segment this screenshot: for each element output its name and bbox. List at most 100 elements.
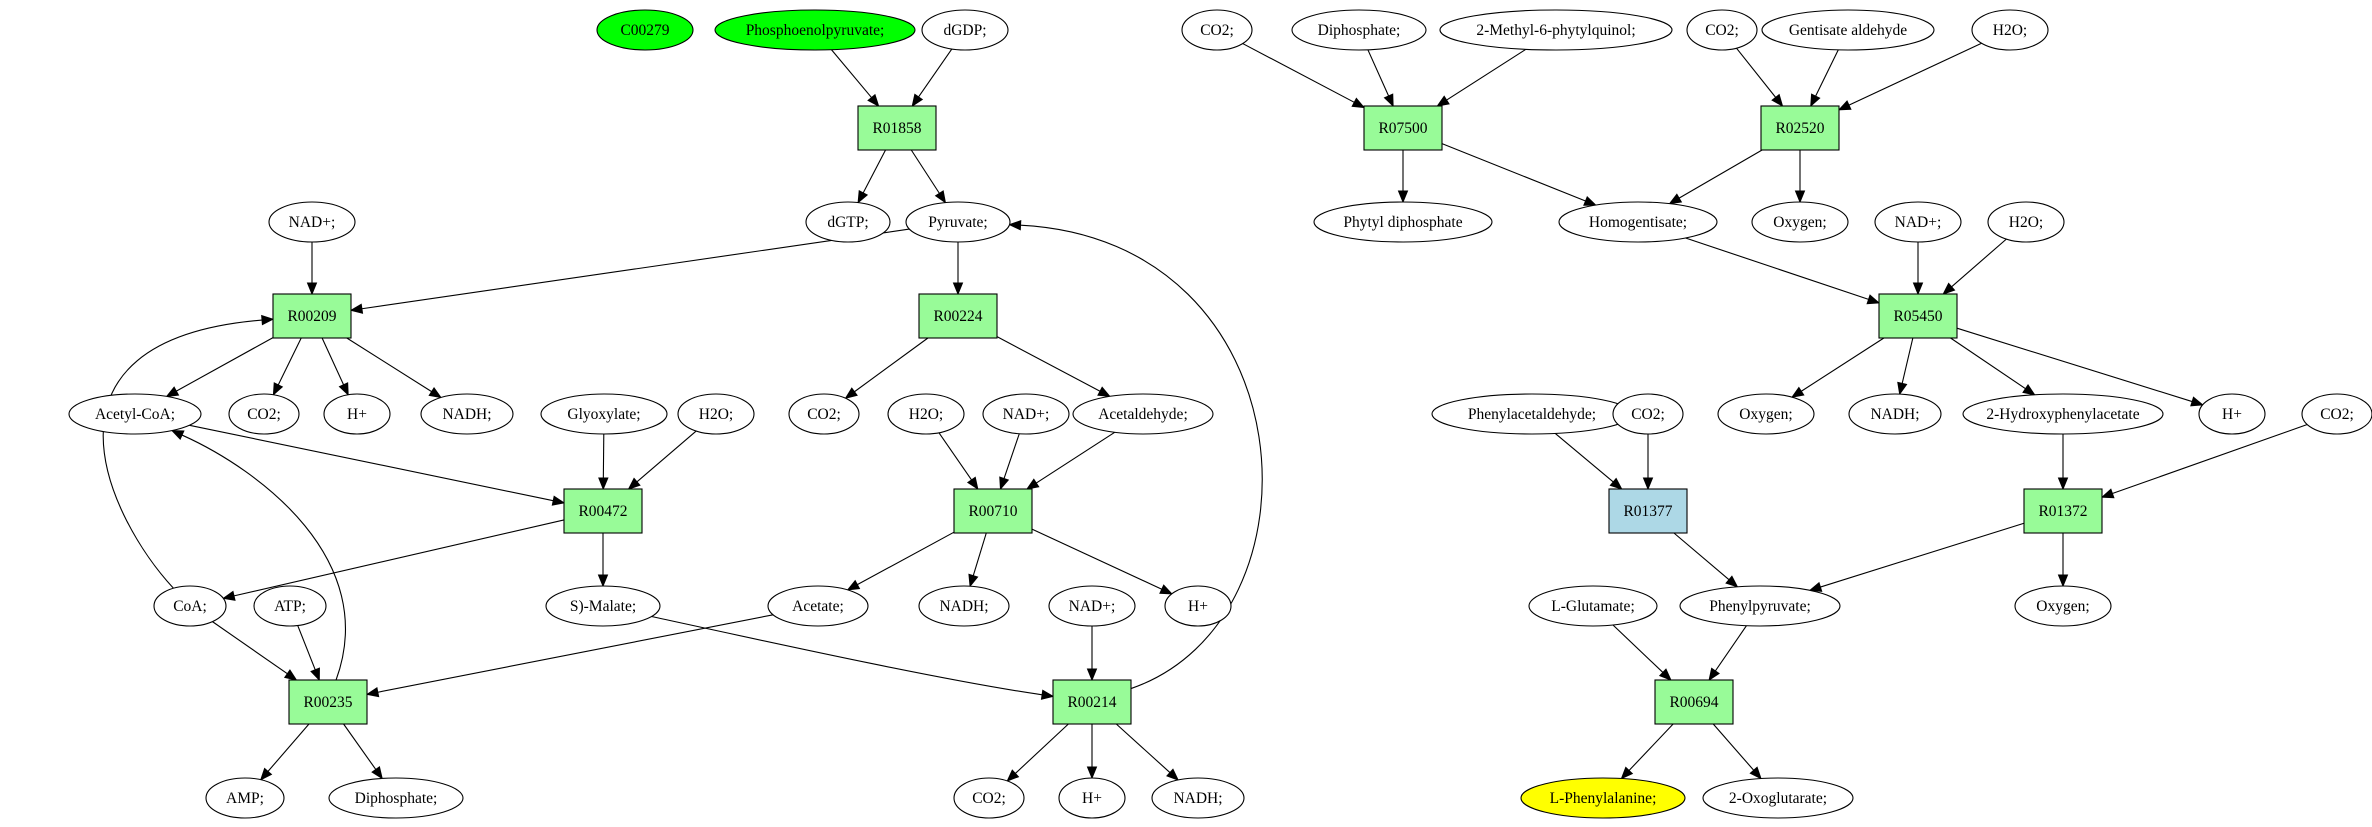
metabolite-ellipse[interactable] (1164, 585, 1232, 627)
metabolite-node-oxygen-b[interactable]: Oxygen; (1717, 393, 1815, 435)
metabolite-node-h-b[interactable]: H+ (1164, 585, 1232, 627)
metabolite-ellipse[interactable] (596, 9, 694, 51)
metabolite-ellipse[interactable] (205, 777, 285, 819)
metabolite-ellipse[interactable] (323, 393, 391, 435)
metabolite-node-co2-f[interactable]: CO2; (1612, 393, 1684, 435)
reaction-box[interactable] (2023, 488, 2103, 534)
metabolite-ellipse[interactable] (677, 393, 755, 435)
metabolite-ellipse[interactable] (1686, 9, 1758, 51)
metabolite-ellipse[interactable] (1520, 777, 1686, 819)
metabolite-ellipse[interactable] (253, 585, 327, 627)
metabolite-ellipse[interactable] (545, 585, 661, 627)
metabolite-node-oxoglutarate[interactable]: 2-Oxoglutarate; (1702, 777, 1854, 819)
metabolite-node-lphe[interactable]: L-Phenylalanine; (1520, 777, 1686, 819)
metabolite-node-oxygen-c[interactable]: Oxygen; (2014, 585, 2112, 627)
reaction-box[interactable] (272, 293, 352, 339)
metabolite-ellipse[interactable] (2301, 393, 2372, 435)
metabolite-ellipse[interactable] (1072, 393, 1214, 435)
reaction-node-r01372[interactable]: R01372 (2023, 488, 2103, 534)
metabolite-node-oxygen-a[interactable]: Oxygen; (1751, 201, 1849, 243)
metabolite-ellipse[interactable] (1291, 9, 1427, 51)
metabolite-ellipse[interactable] (2014, 585, 2112, 627)
metabolite-node-diphos-b[interactable]: Diphosphate; (1291, 9, 1427, 51)
reaction-node-r02520[interactable]: R02520 (1760, 105, 1840, 151)
reaction-node-r00209[interactable]: R00209 (272, 293, 352, 339)
metabolite-ellipse[interactable] (268, 201, 356, 243)
metabolite-node-h2o-c[interactable]: H2O; (1971, 9, 2049, 51)
metabolite-ellipse[interactable] (1439, 9, 1673, 51)
metabolite-node-pyruvate[interactable]: Pyruvate; (905, 201, 1011, 243)
metabolite-node-nad-d[interactable]: NAD+; (1874, 201, 1962, 243)
reaction-node-r07500[interactable]: R07500 (1363, 105, 1443, 151)
metabolite-node-phenylpyruvate[interactable]: Phenylpyruvate; (1679, 585, 1841, 627)
metabolite-node-atp[interactable]: ATP; (253, 585, 327, 627)
metabolite-node-nadh-c[interactable]: NADH; (1151, 777, 1245, 819)
metabolite-node-pep[interactable]: Phosphoenolpyruvate; (714, 9, 916, 51)
metabolite-node-co2-c[interactable]: CO2; (953, 777, 1025, 819)
metabolite-ellipse[interactable] (420, 393, 514, 435)
reaction-node-r00694[interactable]: R00694 (1654, 679, 1734, 725)
metabolite-ellipse[interactable] (1751, 201, 1849, 243)
metabolite-ellipse[interactable] (921, 9, 1009, 51)
reaction-node-r01858[interactable]: R01858 (857, 105, 937, 151)
reaction-node-r00710[interactable]: R00710 (953, 488, 1033, 534)
metabolite-node-h-c[interactable]: H+ (1058, 777, 1126, 819)
metabolite-node-nadh-d[interactable]: NADH; (1848, 393, 1942, 435)
metabolite-node-hpa[interactable]: 2-Hydroxyphenylacetate (1962, 393, 2164, 435)
metabolite-node-co2-g[interactable]: CO2; (2301, 393, 2372, 435)
metabolite-ellipse[interactable] (1717, 393, 1815, 435)
metabolite-ellipse[interactable] (953, 777, 1025, 819)
metabolite-node-amp[interactable]: AMP; (205, 777, 285, 819)
metabolite-node-c00279[interactable]: C00279 (596, 9, 694, 51)
metabolite-ellipse[interactable] (1874, 201, 1962, 243)
metabolite-ellipse[interactable] (1987, 201, 2065, 243)
reaction-box[interactable] (1052, 679, 1132, 725)
metabolite-ellipse[interactable] (1313, 201, 1493, 243)
reaction-box[interactable] (918, 293, 998, 339)
metabolite-node-co2-a[interactable]: CO2; (228, 393, 300, 435)
metabolite-node-smalate[interactable]: S)-Malate; (545, 585, 661, 627)
metabolite-ellipse[interactable] (328, 777, 464, 819)
metabolite-node-glyoxylate[interactable]: Glyoxylate; (540, 393, 668, 435)
metabolite-node-co2-b[interactable]: CO2; (788, 393, 860, 435)
metabolite-ellipse[interactable] (887, 393, 965, 435)
metabolite-node-dgdp[interactable]: dGDP; (921, 9, 1009, 51)
metabolite-node-h2o-a[interactable]: H2O; (677, 393, 755, 435)
reaction-box[interactable] (1363, 105, 1443, 151)
metabolite-node-phenylacetaldehyde[interactable]: Phenylacetaldehyde; (1431, 393, 1633, 435)
reaction-node-r00214[interactable]: R00214 (1052, 679, 1132, 725)
metabolite-node-diphos-a[interactable]: Diphosphate; (328, 777, 464, 819)
metabolite-ellipse[interactable] (153, 585, 227, 627)
metabolite-ellipse[interactable] (1181, 9, 1253, 51)
metabolite-ellipse[interactable] (714, 9, 916, 51)
metabolite-node-h-a[interactable]: H+ (323, 393, 391, 435)
metabolite-node-h2o-b[interactable]: H2O; (887, 393, 965, 435)
metabolite-node-lglutamate[interactable]: L-Glutamate; (1528, 585, 1658, 627)
metabolite-node-nad-a[interactable]: NAD+; (268, 201, 356, 243)
metabolite-ellipse[interactable] (982, 393, 1070, 435)
metabolite-node-nadh-a[interactable]: NADH; (420, 393, 514, 435)
metabolite-ellipse[interactable] (68, 393, 202, 435)
metabolite-node-mpq[interactable]: 2-Methyl-6-phytylquinol; (1439, 9, 1673, 51)
metabolite-node-h-d[interactable]: H+ (2198, 393, 2266, 435)
metabolite-node-nad-b[interactable]: NAD+; (982, 393, 1070, 435)
metabolite-ellipse[interactable] (805, 201, 891, 243)
reaction-box[interactable] (1654, 679, 1734, 725)
reaction-node-r05450[interactable]: R05450 (1878, 293, 1958, 339)
metabolite-ellipse[interactable] (1558, 201, 1718, 243)
reaction-box[interactable] (1608, 488, 1688, 534)
metabolite-ellipse[interactable] (1971, 9, 2049, 51)
metabolite-ellipse[interactable] (2198, 393, 2266, 435)
reaction-box[interactable] (953, 488, 1033, 534)
metabolite-ellipse[interactable] (1962, 393, 2164, 435)
metabolite-ellipse[interactable] (905, 201, 1011, 243)
metabolite-node-nadh-b[interactable]: NADH; (918, 585, 1010, 627)
metabolite-node-acetylcoa[interactable]: Acetyl-CoA; (68, 393, 202, 435)
reaction-node-r00472[interactable]: R00472 (563, 488, 643, 534)
reaction-node-r00235[interactable]: R00235 (288, 679, 368, 725)
metabolite-ellipse[interactable] (918, 585, 1010, 627)
metabolite-ellipse[interactable] (1848, 393, 1942, 435)
metabolite-ellipse[interactable] (1702, 777, 1854, 819)
metabolite-node-homogentisate[interactable]: Homogentisate; (1558, 201, 1718, 243)
metabolite-ellipse[interactable] (1058, 777, 1126, 819)
